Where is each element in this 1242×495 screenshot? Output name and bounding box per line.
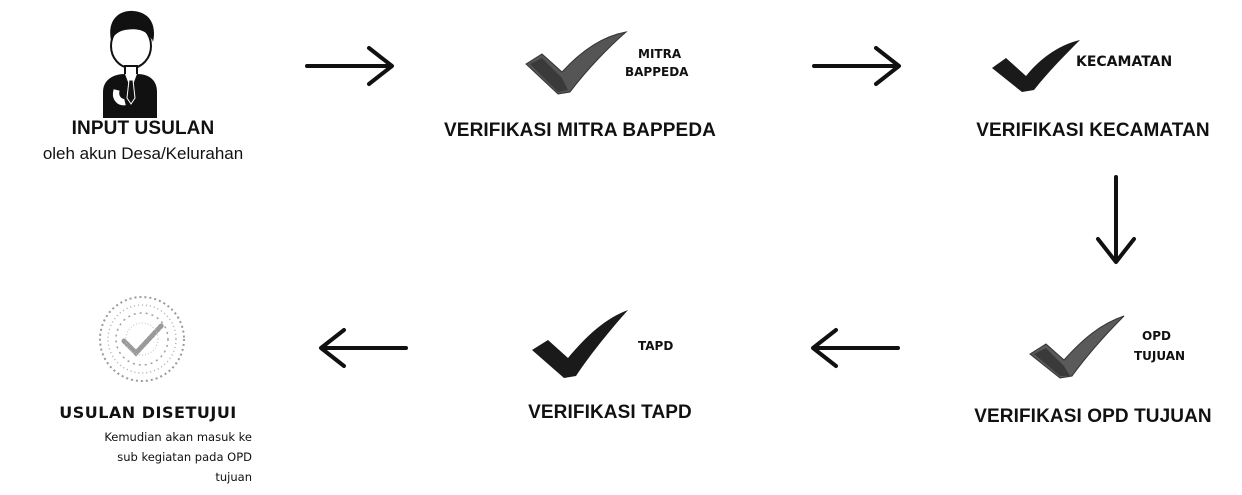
node-input-usulan: INPUT USULAN oleh akun Desa/Kelurahan: [0, 0, 290, 180]
check-tag-line2: BAPPEDA: [625, 65, 689, 79]
arrow-right-icon: [305, 46, 394, 86]
check-tag-line1: MITRA: [638, 47, 682, 61]
node-usulan-disetujui: USULAN DISETUJUI Kemudian akan masuk ke …: [0, 285, 290, 495]
node-title: VERIFIKASI KECAMATAN: [976, 120, 1210, 141]
check-tag-line1: OPD: [1142, 329, 1171, 343]
node-verifikasi-mitra-bappeda: MITRA BAPPEDA VERIFIKASI MITRA BAPPEDA: [430, 0, 730, 150]
node-title: USULAN DISETUJUI: [59, 403, 237, 422]
checkmark-icon: OPD TUJUAN: [1029, 315, 1185, 379]
person-icon: [103, 10, 157, 118]
arrow-left-icon: [319, 328, 408, 368]
approved-stamp-icon: [99, 296, 185, 382]
check-tag: TAPD: [638, 339, 673, 353]
node-title: INPUT USULAN: [71, 118, 215, 139]
node-verifikasi-kecamatan: KECAMATAN VERIFIKASI KECAMATAN: [948, 0, 1238, 150]
check-tag: KECAMATAN: [1076, 54, 1172, 70]
checkmark-icon: TAPD: [532, 310, 673, 378]
node-subtitle: oleh akun Desa/Kelurahan: [42, 144, 244, 163]
checkmark-icon: KECAMATAN: [992, 40, 1172, 92]
checkmark-icon: MITRA BAPPEDA: [525, 31, 689, 95]
subtitle-line: Kemudian akan masuk ke: [104, 430, 252, 444]
check-tag-line2: TUJUAN: [1134, 349, 1185, 363]
node-subtitle: Kemudian akan masuk ke sub kegiatan pada…: [40, 427, 252, 487]
arrow-left-icon: [811, 328, 900, 368]
subtitle-line: tujuan: [215, 470, 252, 484]
node-title: VERIFIKASI OPD TUJUAN: [974, 406, 1212, 427]
node-title: VERIFIKASI MITRA BAPPEDA: [444, 120, 716, 141]
subtitle-line: sub kegiatan pada OPD: [117, 450, 252, 464]
node-verifikasi-opd-tujuan: OPD TUJUAN VERIFIKASI OPD TUJUAN: [946, 290, 1240, 440]
node-title: VERIFIKASI TAPD: [528, 402, 692, 423]
arrow-down-icon: [1096, 175, 1136, 264]
node-verifikasi-tapd: TAPD VERIFIKASI TAPD: [490, 290, 730, 440]
arrow-right-icon: [812, 46, 901, 86]
